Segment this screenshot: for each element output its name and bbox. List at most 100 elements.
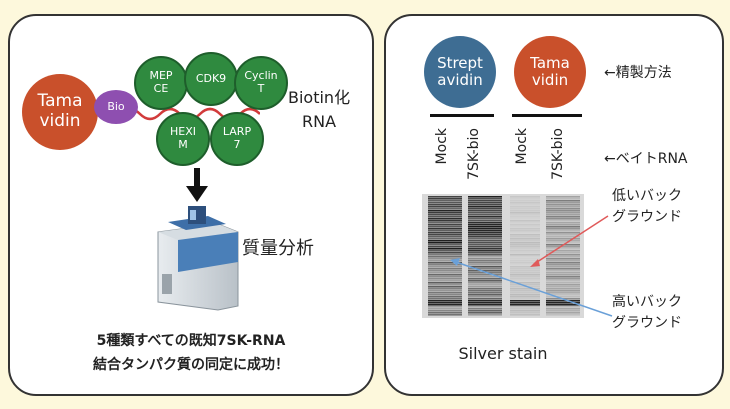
gel-band: [546, 282, 580, 284]
gel-band: [510, 238, 540, 240]
gel-band: [428, 248, 462, 250]
gel-band: [468, 248, 502, 250]
gel-band: [468, 264, 502, 266]
gel-band: [546, 236, 580, 238]
gel-band: [468, 258, 502, 260]
gel-band: [468, 270, 502, 272]
gel-band: [546, 288, 580, 290]
gel-band: [468, 200, 502, 202]
gel-band: [468, 300, 502, 302]
gel-band: [510, 222, 540, 224]
streptavidin-bead: Strept avidin: [424, 36, 496, 108]
gel-band: [546, 286, 580, 288]
gel-band: [510, 290, 540, 292]
gel-band: [468, 198, 502, 200]
gel-band: [428, 252, 462, 254]
gel-band: [546, 264, 580, 266]
gel-band: [468, 296, 502, 298]
gel-band: [428, 232, 462, 234]
gel-band: [546, 206, 580, 208]
gel-band: [510, 282, 540, 284]
gel-band: [468, 276, 502, 278]
gel-band: [428, 216, 462, 218]
high-background-label: 高いバック グラウンド: [612, 294, 682, 331]
gel-band: [468, 268, 502, 270]
biotin-label: Bio: [107, 99, 125, 113]
gel-band: [428, 218, 462, 220]
gel-band: [468, 266, 502, 268]
down-arrow-icon: [186, 168, 208, 202]
gel-band: [510, 286, 540, 288]
gel-band: [546, 218, 580, 220]
gel-band: [468, 282, 502, 284]
gel-band: [546, 314, 580, 316]
tamavidin-bead: Tama vidin: [514, 36, 586, 108]
gel-band: [546, 210, 580, 212]
gel-band: [546, 248, 580, 250]
gel-band: [468, 216, 502, 218]
gel-band: [428, 272, 462, 274]
gel-band: [546, 252, 580, 254]
gel-band: [546, 222, 580, 224]
gel-band: [468, 256, 502, 258]
gel-band: [468, 298, 502, 300]
gel-band: [428, 214, 462, 216]
gel-band: [546, 202, 580, 204]
gel-band: [510, 254, 540, 256]
gel-band: [468, 204, 502, 206]
gel-band: [468, 236, 502, 238]
lane-group-bar: [512, 114, 582, 117]
low-background-label: 低いバック グラウンド: [612, 188, 682, 225]
blue-arrow-icon: [455, 261, 613, 317]
gel-band: [546, 274, 580, 276]
gel-band: [468, 220, 502, 222]
gel-band: [468, 260, 502, 262]
gel-band: [468, 254, 502, 256]
gel-band: [428, 242, 462, 244]
gel-band: [428, 298, 462, 300]
gel-band: [510, 298, 540, 300]
gel-band: [428, 234, 462, 236]
gel-band: [468, 208, 502, 210]
gel-band: [428, 262, 462, 264]
gel-band: [546, 226, 580, 228]
gel-band: [510, 278, 540, 280]
gel-band: [428, 238, 462, 240]
gel-band: [510, 230, 540, 232]
gel-band: [428, 204, 462, 206]
gel-band: [468, 244, 502, 246]
gel-band: [510, 212, 540, 214]
gel-band: [468, 242, 502, 244]
gel-band: [546, 260, 580, 262]
gel-band: [468, 234, 502, 236]
gel-band: [468, 274, 502, 276]
gel-band: [546, 296, 580, 298]
gel-band: [468, 290, 502, 292]
gel-band: [428, 282, 462, 284]
gel-band: [428, 308, 462, 310]
gel-band: [546, 232, 580, 234]
gel-band: [428, 198, 462, 200]
gel-band: [468, 226, 502, 228]
gel-band: [468, 308, 502, 310]
gel-band: [428, 196, 462, 198]
protein-cdk9: CDK9: [184, 52, 238, 106]
gel-band: [546, 276, 580, 278]
gel-band: [510, 268, 540, 270]
gel-band: [546, 240, 580, 242]
gel-band: [546, 294, 580, 296]
gel-band: [428, 280, 462, 282]
gel-band: [546, 216, 580, 218]
gel-band: [510, 280, 540, 282]
gel-band: [546, 306, 580, 308]
gel-band: [510, 252, 540, 254]
gel-band: [468, 214, 502, 216]
gel-band: [510, 308, 540, 310]
gel-band: [546, 230, 580, 232]
gel-band: [510, 214, 540, 216]
lane-group-bar: [430, 114, 494, 117]
biotin-tag: Bio: [94, 90, 138, 124]
tamavidin-label: Tama vidin: [37, 91, 83, 131]
gel-band: [428, 268, 462, 270]
gel-band: [510, 312, 540, 314]
